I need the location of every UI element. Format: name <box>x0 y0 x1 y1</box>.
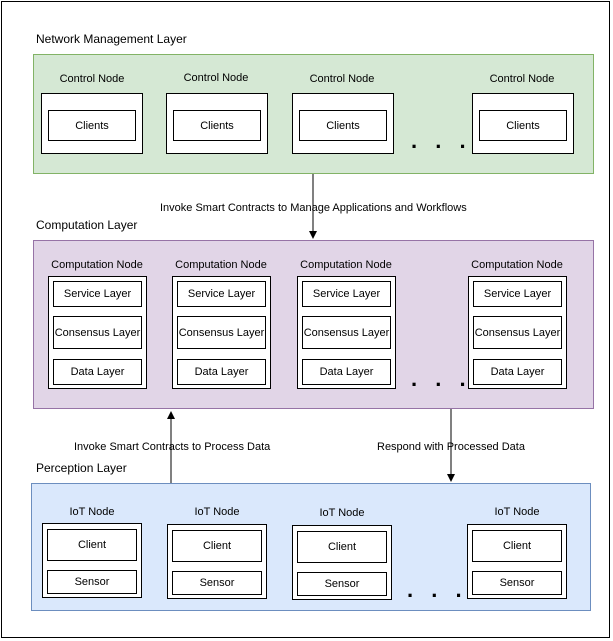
sensor-box: Sensor <box>297 572 387 596</box>
control-node: Clients <box>166 93 268 154</box>
iot-node: Client Sensor <box>167 524 267 599</box>
iot-node: Client Sensor <box>467 524 567 599</box>
control-node: Clients <box>41 93 143 154</box>
control-node: Clients <box>292 93 394 154</box>
computation-node: Service Layer Consensus Layer Data Layer <box>297 276 396 389</box>
perception-layer-title: Perception Layer <box>36 461 127 475</box>
computation-node-label: Computation Node <box>51 259 143 271</box>
clients-box: Clients <box>299 110 387 141</box>
computation-node-label: Computation Node <box>175 259 267 271</box>
consensus-layer-box: Consensus Layer <box>302 316 391 349</box>
sensor-box: Sensor <box>47 570 137 594</box>
consensus-layer-box: Consensus Layer <box>473 316 562 349</box>
data-layer-box: Data Layer <box>177 359 266 385</box>
client-box: Client <box>172 530 262 562</box>
clients-box: Clients <box>48 110 136 141</box>
iot-node-label: IoT Node <box>69 506 115 518</box>
computation-node: Service Layer Consensus Layer Data Layer <box>468 276 567 389</box>
service-layer-box: Service Layer <box>53 281 142 307</box>
sensor-box: Sensor <box>172 571 262 595</box>
iot-node: Client Sensor <box>42 523 142 598</box>
control-node-label: Control Node <box>183 72 249 84</box>
ellipsis: . . . <box>411 366 472 391</box>
control-node-label: Control Node <box>309 73 375 85</box>
data-layer-box: Data Layer <box>302 359 391 385</box>
sensor-box: Sensor <box>472 571 562 595</box>
computation-layer-title: Computation Layer <box>36 218 138 232</box>
client-box: Client <box>472 530 562 562</box>
iot-node: Client Sensor <box>292 525 392 600</box>
service-layer-box: Service Layer <box>302 281 391 307</box>
network-layer-title: Network Management Layer <box>36 32 187 46</box>
iot-node-label: IoT Node <box>194 506 240 518</box>
ellipsis: . . . <box>411 128 472 153</box>
computation-node: Service Layer Consensus Layer Data Layer <box>172 276 271 389</box>
client-box: Client <box>297 531 387 563</box>
computation-node-label: Computation Node <box>300 259 392 271</box>
computation-node-label: Computation Node <box>471 259 563 271</box>
service-layer-box: Service Layer <box>473 281 562 307</box>
clients-box: Clients <box>479 110 567 141</box>
ellipsis: . . . <box>407 577 468 602</box>
data-layer-box: Data Layer <box>473 359 562 385</box>
consensus-layer-box: Consensus Layer <box>177 316 266 349</box>
data-layer-box: Data Layer <box>53 359 142 385</box>
client-box: Client <box>47 529 137 561</box>
control-node-label: Control Node <box>59 73 125 85</box>
control-node-label: Control Node <box>489 73 555 85</box>
computation-node: Service Layer Consensus Layer Data Layer <box>48 276 147 389</box>
service-layer-box: Service Layer <box>177 281 266 307</box>
consensus-layer-box: Consensus Layer <box>53 316 142 349</box>
clients-box: Clients <box>173 110 261 141</box>
control-node: Clients <box>472 93 574 154</box>
edge-label-process: Invoke Smart Contracts to Process Data <box>74 441 271 453</box>
iot-node-label: IoT Node <box>319 507 365 519</box>
iot-node-label: IoT Node <box>494 506 540 518</box>
